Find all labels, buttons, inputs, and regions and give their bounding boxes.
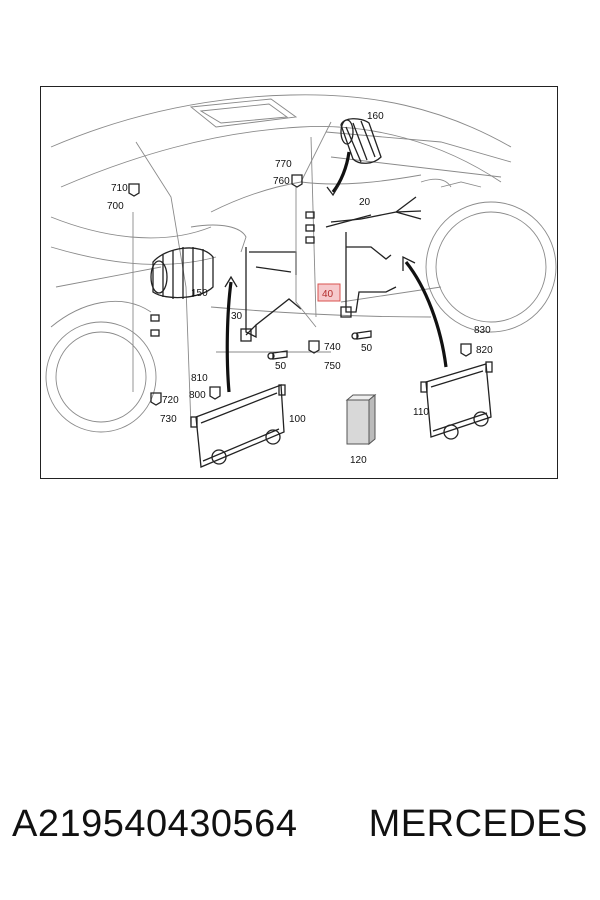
bellows-160 bbox=[340, 118, 382, 164]
callout-760: 760 bbox=[273, 176, 290, 187]
callout-810: 810 bbox=[191, 373, 208, 384]
callout-700: 700 bbox=[107, 201, 124, 212]
car-body-outline bbox=[45, 94, 557, 433]
callout-120: 120 bbox=[350, 455, 367, 466]
callout-40: 40 bbox=[322, 289, 334, 300]
small-bulb-50-right bbox=[351, 330, 372, 340]
bulb-120 bbox=[345, 393, 377, 446]
callout-830: 830 bbox=[474, 325, 491, 336]
callout-730: 730 bbox=[160, 414, 177, 425]
control-module-100 bbox=[190, 384, 286, 468]
arrow-110-head bbox=[402, 255, 416, 271]
callout-30: 30 bbox=[231, 311, 243, 322]
part-number: A219540430564 bbox=[12, 803, 298, 845]
arrow-100 bbox=[225, 281, 233, 393]
callout-160: 160 bbox=[367, 111, 384, 122]
callout-740: 740 bbox=[324, 342, 341, 353]
callout-50-right: 50 bbox=[361, 343, 373, 354]
callout-800: 800 bbox=[189, 390, 206, 401]
callout-720: 720 bbox=[162, 395, 179, 406]
callout-710: 710 bbox=[111, 183, 128, 194]
arrow-110 bbox=[404, 261, 448, 368]
parts-diagram: 160 770 760 710 700 20 150 30 40 740 750… bbox=[40, 86, 558, 479]
arrow-100-head bbox=[224, 275, 238, 288]
callout-770: 770 bbox=[275, 159, 292, 170]
callout-40-highlight bbox=[317, 283, 341, 302]
arrow-160 bbox=[331, 151, 351, 193]
small-bulb-50-left bbox=[267, 350, 288, 360]
arrow-160-head bbox=[326, 184, 340, 197]
callout-150: 150 bbox=[191, 288, 208, 299]
bellows-150 bbox=[150, 247, 214, 299]
callout-750: 750 bbox=[324, 361, 341, 372]
callout-820: 820 bbox=[476, 345, 493, 356]
callout-20: 20 bbox=[359, 197, 371, 208]
callout-50-left: 50 bbox=[275, 361, 287, 372]
harness-20-40 bbox=[325, 196, 422, 318]
diagram-drawing: 160 770 760 710 700 20 150 30 40 740 750… bbox=[45, 94, 557, 468]
callout-100: 100 bbox=[289, 414, 306, 425]
control-module-110 bbox=[420, 361, 493, 440]
brand-name: MERCEDES bbox=[368, 803, 588, 845]
door-connectors bbox=[150, 211, 315, 337]
footer: A219540430564 MERCEDES bbox=[0, 803, 600, 863]
harness-30 bbox=[240, 247, 302, 342]
callout-110: 110 bbox=[413, 407, 429, 418]
fastener-icons bbox=[128, 174, 472, 406]
leader-760 bbox=[295, 187, 317, 328]
